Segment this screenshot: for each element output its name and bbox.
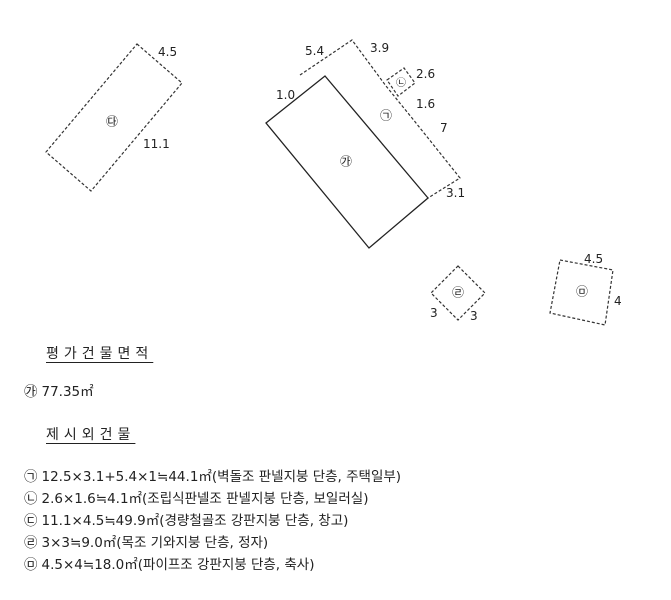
building-d-dim-right: 3 xyxy=(470,309,478,323)
building-d-marker: ㉣ xyxy=(452,286,464,300)
building-c-width-dim: 4.5 xyxy=(158,45,177,59)
building-c-marker: ㉰ xyxy=(106,115,118,129)
excluded-item-e-text: 4.5×4≒18.0㎡(파이프조 강판지붕 단층, 축사) xyxy=(41,557,315,573)
building-d-dim-left: 3 xyxy=(430,306,438,320)
excluded-item-b-marker: ㉡ xyxy=(24,491,38,507)
building-e-dim-top: 4.5 xyxy=(584,252,603,266)
building-a-marker: ㉠ xyxy=(380,109,392,123)
excluded-heading: 제시외건물 xyxy=(46,427,136,443)
evaluated-item-text: 77.35㎡ xyxy=(41,384,94,400)
excluded-item-d-marker: ㉣ xyxy=(24,535,38,551)
building-c-outline xyxy=(45,43,183,192)
building-b-outline xyxy=(386,67,416,97)
building-main-dim-top: 5.4 xyxy=(305,44,324,58)
building-main-dim-bottom: 3.1 xyxy=(446,186,465,200)
building-e-dim-right: 4 xyxy=(614,294,622,308)
excluded-item-a-marker: ㉠ xyxy=(24,469,38,485)
building-main-dim-topright: 3.9 xyxy=(370,41,389,55)
building-b-dim-depth: 1.6 xyxy=(416,97,435,111)
excluded-item-d-text: 3×3≒9.0㎡(목조 기와지붕 단층, 정자) xyxy=(41,535,269,551)
building-c: ㉰ 4.5 11.1 xyxy=(45,43,183,192)
excluded-item-c-text: 11.1×4.5≒49.9㎡(경량철골조 강판지붕 단층, 창고) xyxy=(41,513,349,529)
building-b-marker: ㉡ xyxy=(396,77,406,89)
evaluated-heading: 평가건물면적 xyxy=(46,346,154,362)
building-a-outline xyxy=(299,39,461,199)
excluded-item-b-text: 2.6×1.6≒4.1㎡(조립식판넬조 판넬지붕 단층, 보일러실) xyxy=(41,491,369,507)
building-e: ㉤ 4.5 4 xyxy=(549,252,622,326)
building-d: ㉣ 3 3 xyxy=(430,265,486,323)
building-main-dim-offset: 1.0 xyxy=(276,88,295,102)
building-e-outline xyxy=(549,259,614,326)
building-e-marker: ㉤ xyxy=(576,285,588,299)
excluded-item-c-marker: ㉢ xyxy=(24,513,38,529)
building-main-dim-right: 7 xyxy=(440,121,448,135)
excluded-item-e-marker: ㉤ xyxy=(24,557,38,573)
building-a: ㉠ xyxy=(299,39,461,199)
site-plan: ㉰ 4.5 11.1 ㉠ ㉮ 5.4 3.9 1.0 7 3.1 ㉡ 2.6 1… xyxy=(45,39,622,326)
evaluated-item-marker: ㉮ xyxy=(24,384,38,400)
building-main-outline xyxy=(265,75,429,249)
building-main: ㉮ 5.4 3.9 1.0 7 3.1 xyxy=(265,41,465,249)
building-b-dim-width: 2.6 xyxy=(416,67,435,81)
building-c-length-dim: 11.1 xyxy=(143,137,170,151)
building-b: ㉡ 2.6 1.6 xyxy=(386,67,435,111)
excluded-item-a-text: 12.5×3.1+5.4×1≒44.1㎡(벽돌조 판넬지붕 단층, 주택일부) xyxy=(41,469,402,485)
building-main-marker: ㉮ xyxy=(340,155,352,169)
building-d-outline xyxy=(430,265,486,321)
